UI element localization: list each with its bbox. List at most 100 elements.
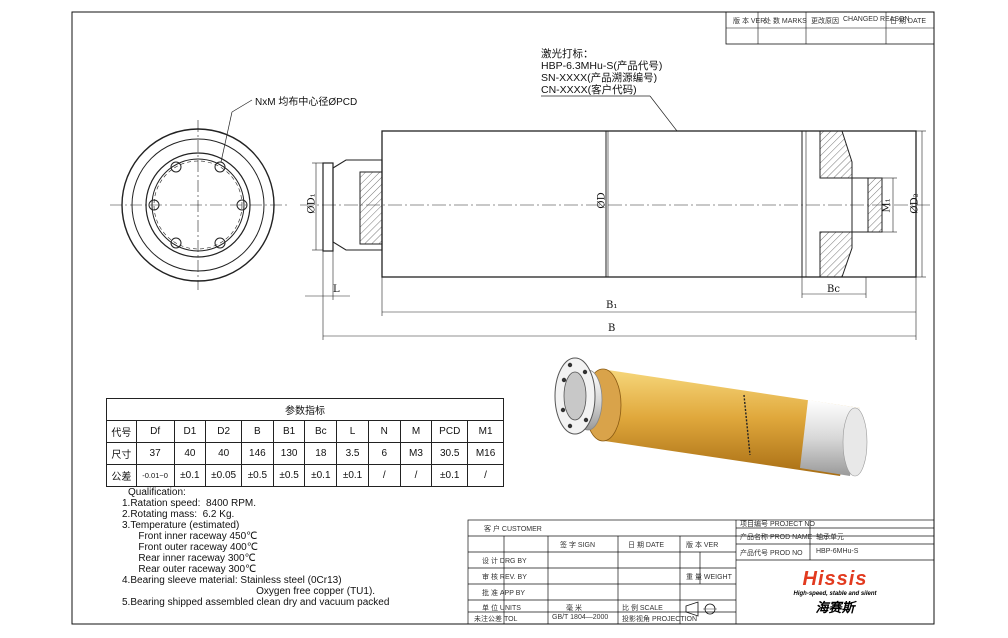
tb-scale: 比 例 SCALE [622, 605, 663, 612]
param-cell: M1 [467, 420, 504, 443]
logo-cn: 海赛斯 [815, 600, 855, 615]
param-cell: 18 [304, 442, 338, 465]
param-cell: 代号 [106, 420, 137, 443]
qualification-line: Front inner raceway 450℃ [130, 531, 258, 542]
param-cell: B [241, 420, 274, 443]
rev-ver-label: 版 本 VER [733, 18, 766, 25]
param-cell: 40 [205, 442, 243, 465]
param-cell: D1 [173, 420, 207, 443]
param-table-title: 参数指标 [106, 398, 504, 421]
tb-prod-no: HBP-6MHu-S [816, 548, 859, 555]
qualification-line: 5.Bearing shipped assembled clean dry an… [122, 597, 390, 608]
rev-reason-label: 更改原因 [811, 18, 839, 25]
qualification-line: Rear inner raceway 300℃ [130, 553, 256, 564]
tb-approve: 批 准 APP BY [482, 590, 526, 597]
param-cell: 尺寸 [106, 442, 137, 465]
param-cell: 6 [367, 442, 401, 465]
tb-weight: 重 量 WEIGHT [686, 574, 732, 581]
tb-units: 单 位 UNITS [482, 605, 521, 612]
qualification-line: 2.Rotating mass: 6.2 Kg. [122, 509, 235, 520]
param-cell: 37 [135, 442, 175, 465]
param-cell: 130 [272, 442, 306, 465]
param-cell: ±0.1 [431, 464, 469, 487]
param-cell: / [467, 464, 504, 487]
dim-b: B [608, 323, 616, 334]
param-cell: ±0.5 [272, 464, 306, 487]
tb-prod-name-label: 产品名称 PROD NAME [740, 534, 813, 541]
end-view [110, 99, 290, 290]
tb-sign: 签 字 SIGN [560, 542, 596, 549]
tb-ver: 版 本 VER [686, 542, 719, 549]
tb-customer: 客 户 CUSTOMER [484, 526, 542, 533]
param-cell: Df [135, 420, 175, 443]
param-cell: ±0.1 [173, 464, 207, 487]
tb-tol-std: GB/T 1804—2000 [552, 614, 609, 621]
hissis-logo: Hissis High-speed, stable and silent 海赛斯 [760, 568, 910, 616]
tb-projection: 投影视角 PROJECTION [622, 616, 698, 623]
rev-reason-en: CHANGED REASON [843, 16, 910, 23]
tb-prod-no-label: 产品代号 PROD NO [740, 550, 803, 557]
param-cell: N [367, 420, 401, 443]
dimension-lines [305, 130, 926, 340]
product-render [554, 357, 868, 477]
param-cell: M16 [467, 442, 504, 465]
qualification-title: Qualification: [128, 487, 186, 498]
laser-mark-line-1: HBP-6.3MHu-S(产品代号) [541, 60, 663, 72]
dim-l: L [333, 284, 340, 295]
param-cell: Bc [304, 420, 338, 443]
dim-m1: M₁ [881, 198, 893, 213]
revision-block [725, 11, 935, 45]
param-cell: PCD [431, 420, 469, 443]
tb-design: 设 计 DRG BY [482, 558, 527, 565]
param-cell: M3 [399, 442, 433, 465]
hole-pattern-note: NxM 均布中心径ØPCD [255, 97, 358, 108]
param-cell: / [367, 464, 401, 487]
param-cell: ±0.1 [336, 464, 369, 487]
rev-date-label: 日 期 DATE [890, 18, 927, 25]
param-cell: 146 [241, 442, 274, 465]
param-cell: ±0.5 [241, 464, 274, 487]
param-cell: M [399, 420, 433, 443]
logo-tagline: High-speed, stable and silent [793, 591, 877, 597]
dim-b1: B₁ [606, 300, 618, 311]
dim-d1: ØD₁ [306, 193, 318, 214]
param-row-code: 代号 Df D1 D2 B B1 Bc L N M PCD M1 [106, 420, 504, 443]
tb-project-no: 项目编号 PROJECT NO [740, 521, 815, 528]
param-cell: B1 [272, 420, 306, 443]
qualification-line: 3.Temperature (estimated) [122, 520, 240, 531]
param-cell: -0.01~0 [135, 464, 175, 487]
dim-d: ØD [596, 192, 608, 209]
laser-mark-title: 激光打标： [541, 48, 594, 60]
param-cell: / [399, 464, 433, 487]
param-cell: 40 [173, 442, 207, 465]
laser-mark-line-3: CN-XXXX(客户代码) [541, 84, 637, 96]
qualification-line: 1.Ratation speed: 8400 RPM. [122, 498, 256, 509]
qualification-line: Front outer raceway 400℃ [130, 542, 258, 553]
dim-d2: ØD₂ [909, 193, 921, 214]
param-cell: 公差 [106, 464, 137, 487]
param-row-size: 尺寸 37 40 40 146 130 18 3.5 6 M3 30.5 M16 [106, 442, 504, 465]
param-cell: ±0.1 [304, 464, 338, 487]
qualification-line: Rear outer raceway 300℃ [130, 564, 257, 575]
param-cell: L [336, 420, 369, 443]
parameter-table: 参数指标 代号 Df D1 D2 B B1 Bc L N M PCD M1 尺寸… [106, 398, 504, 487]
param-cell: 3.5 [336, 442, 369, 465]
tb-prod-name: 轴承单元 [816, 534, 844, 541]
projection-symbol [685, 601, 717, 617]
qualification-line: 4.Bearing sleeve material: Stainless ste… [122, 575, 342, 586]
tb-date: 日 期 DATE [628, 542, 665, 549]
dim-bc: Bc [827, 284, 840, 295]
param-cell: 30.5 [431, 442, 469, 465]
title-block-lines [467, 519, 935, 625]
laser-mark-line-2: SN-XXXX(产品溯源编号) [541, 72, 658, 84]
tb-units-val: 毫 米 [566, 605, 582, 612]
logo-name: Hissis [802, 568, 868, 590]
tb-review: 审 核 REV. BY [482, 574, 527, 581]
param-row-tolerance: 公差 -0.01~0 ±0.1 ±0.05 ±0.5 ±0.5 ±0.1 ±0.… [106, 464, 504, 487]
param-cell: D2 [205, 420, 243, 443]
qualification-line: Oxygen free copper (TU1). [170, 586, 376, 597]
tb-unspec-tol: 未注公差 TOL [474, 616, 518, 623]
rev-marks-label: 处 数 MARKS [764, 18, 807, 25]
